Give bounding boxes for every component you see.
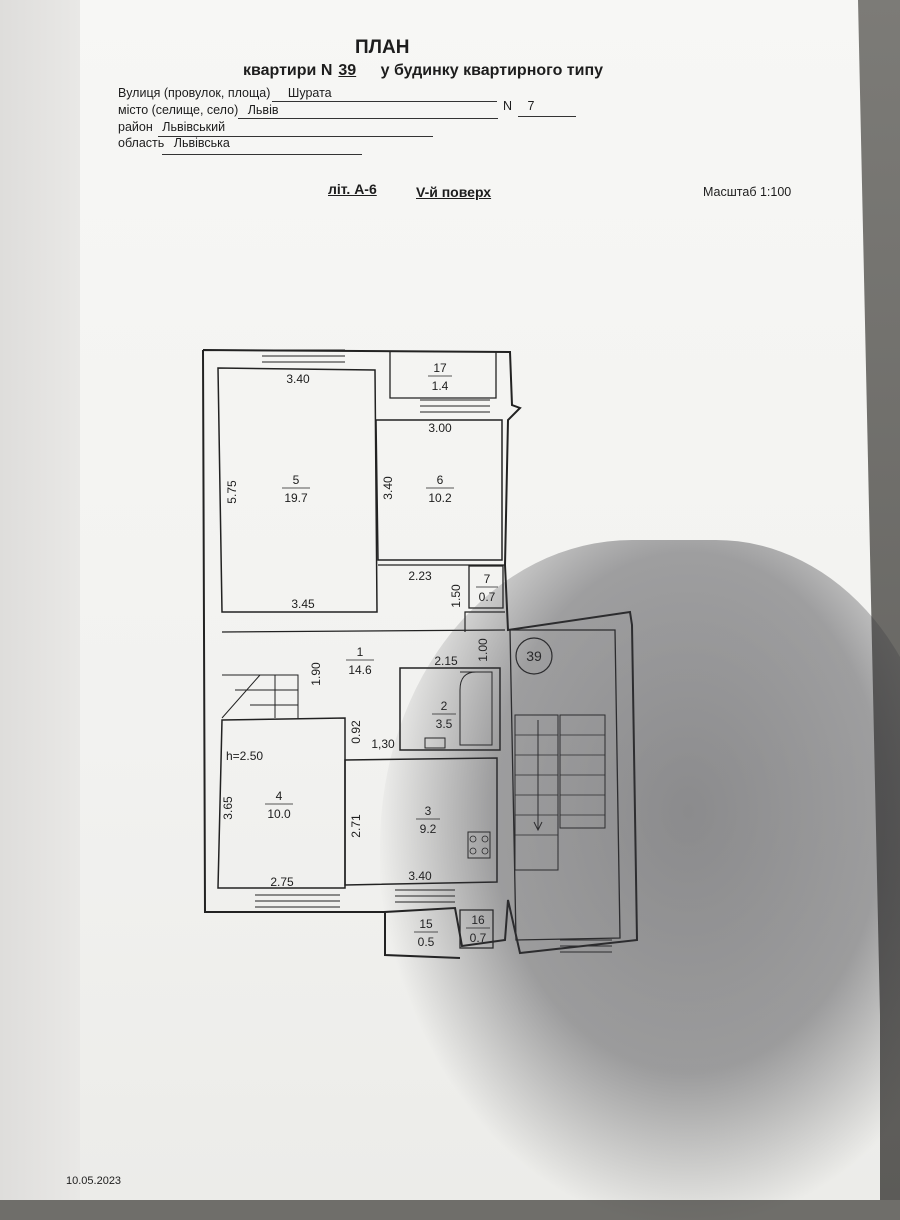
house-field: N 7 <box>503 99 534 113</box>
room-area: 3.5 <box>436 717 453 731</box>
city-underline <box>238 118 498 119</box>
room-1: 1 14.6 <box>346 645 374 677</box>
dim-room3-bottom: 3.40 <box>408 869 432 883</box>
floor-label: V-й поверх <box>416 184 492 200</box>
room-area: 19.7 <box>284 491 308 505</box>
street-field: Вулиця (провулок, площа) Шурата <box>118 86 332 100</box>
region-value: Львівська <box>173 136 230 150</box>
city-value: Львів <box>247 103 279 117</box>
dim-passage: 0.92 <box>349 720 363 744</box>
region-underline <box>162 154 362 155</box>
document-title: ПЛАН <box>355 37 410 58</box>
dim-room5-side: 5.75 <box>225 480 239 504</box>
dim-corridor-top: 2.23 <box>408 569 432 583</box>
room-6: 6 10.2 <box>426 473 454 505</box>
house-value: 7 <box>527 99 535 113</box>
room-number: 17 <box>433 361 447 375</box>
dim-room2-top: 2.15 <box>434 654 458 668</box>
room-number: 1 <box>357 645 364 659</box>
room-5: 5 19.7 <box>282 473 310 505</box>
room-area: 0.7 <box>479 590 496 604</box>
house-label: N <box>503 99 513 113</box>
dim-room5-top: 3.40 <box>286 372 310 386</box>
district-value: Львівський <box>162 120 226 134</box>
house-underline <box>518 116 576 117</box>
room-number: 4 <box>276 789 283 803</box>
room-15: 15 0.5 <box>414 917 438 949</box>
page-edge <box>0 0 80 1200</box>
room-area: 1.4 <box>432 379 449 393</box>
room-number: 6 <box>437 473 444 487</box>
district-field: район Львівський <box>118 120 225 134</box>
document-date: 10.05.2023 <box>66 1175 122 1187</box>
room-number: 15 <box>419 917 433 931</box>
district-underline <box>158 136 433 137</box>
dim-passage-width: 1,30 <box>371 737 395 751</box>
room-area: 10.0 <box>267 807 291 821</box>
ceiling-height: h=2.50 <box>226 749 263 763</box>
plan-walls <box>202 349 639 959</box>
dim-room4-side: 3.65 <box>221 796 235 820</box>
street-underline <box>272 101 497 102</box>
room-area: 9.2 <box>420 822 437 836</box>
document-subtitle: квартири N 39 у будинку квартирного типу <box>243 62 603 80</box>
room-area: 14.6 <box>348 663 372 677</box>
dim-room3-side: 2.71 <box>349 814 363 838</box>
room-3: 3 9.2 <box>416 804 440 836</box>
dim-entrance: 1.00 <box>476 638 490 662</box>
room-16: 16 0.7 <box>466 913 490 945</box>
room-number: 16 <box>471 913 485 927</box>
room-number: 3 <box>425 804 432 818</box>
subtitle-prefix: квартири N <box>243 62 333 79</box>
region-field: область Львівська <box>118 136 230 150</box>
room-area: 0.5 <box>418 935 435 949</box>
room-number: 7 <box>484 572 491 586</box>
district-label: район <box>118 120 153 134</box>
apartment-marker: 39 <box>526 648 542 664</box>
dim-room7-side: 1.50 <box>449 584 463 608</box>
room-area: 0.7 <box>470 931 487 945</box>
room-labels: 17 1.4 5 19.7 6 10.2 7 0.7 1 14.6 2 3.5 <box>265 361 498 949</box>
room-number: 5 <box>293 473 300 487</box>
building-letter: літ. А-6 <box>328 181 377 197</box>
room-2: 2 3.5 <box>432 699 456 731</box>
city-label: місто (селище, село) <box>118 103 239 117</box>
street-value: Шурата <box>287 86 332 100</box>
dim-room6-side: 3.40 <box>381 476 395 500</box>
dim-room6-top: 3.00 <box>428 421 452 435</box>
dim-room5-bottom: 3.45 <box>291 597 315 611</box>
room-number: 2 <box>441 699 448 713</box>
room-4: 4 10.0 <box>265 789 293 821</box>
dim-room4-bottom: 2.75 <box>270 875 294 889</box>
scale-label: Масштаб 1:100 <box>703 185 792 199</box>
subtitle-suffix: у будинку квартирного типу <box>380 62 604 79</box>
city-field: місто (селище, село) Львів <box>118 103 279 117</box>
room-17: 17 1.4 <box>428 361 452 393</box>
street-label: Вулиця (провулок, площа) <box>118 86 271 100</box>
room-area: 10.2 <box>428 491 452 505</box>
dim-hall-side: 1.90 <box>309 662 323 686</box>
room-7: 7 0.7 <box>476 572 498 604</box>
region-label: область <box>118 136 165 150</box>
apartment-number: 39 <box>338 62 357 79</box>
